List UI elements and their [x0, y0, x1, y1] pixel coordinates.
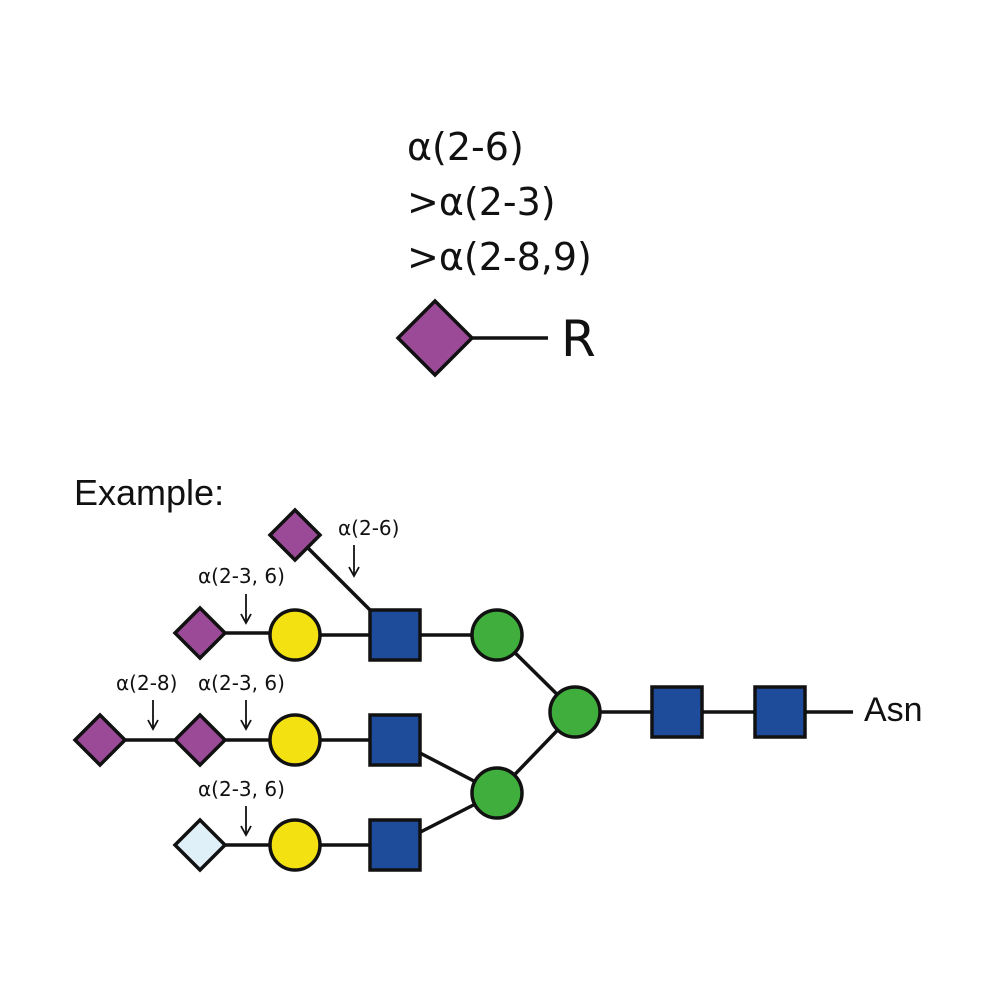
light-blue-diamond-icon: [172, 817, 228, 873]
sialic-acid-diamond-icon: [172, 712, 228, 768]
glcnac-square-icon: [753, 685, 807, 739]
linkage-label: α(2-6): [338, 516, 400, 540]
sialic-acid-diamond-icon: [267, 507, 323, 563]
linkage-label: α(2-3, 6): [198, 564, 285, 588]
example-heading: Example:: [74, 472, 225, 513]
sialic-acid-diamond-icon: [72, 712, 128, 768]
galactose-circle-icon: [268, 818, 322, 872]
arrow-a-head: [348, 566, 360, 578]
arrow-c-head: [147, 719, 159, 731]
reducing-end-label: R: [561, 310, 596, 368]
glcnac-square-icon: [368, 818, 422, 872]
sialic-acid-diamond-icon: [395, 298, 475, 378]
sialic-acid-diamond-icon: [172, 605, 228, 661]
bonds: [100, 336, 853, 847]
asn-anchor-label: Asn: [864, 691, 923, 729]
arrow-d-head: [240, 719, 252, 731]
linkage-label: α(2-3, 6): [198, 671, 285, 695]
linkage-preference-line: >α(2-8,9): [407, 235, 592, 279]
linkage-preference-line: >α(2-3): [407, 180, 556, 224]
linkage-preference-line: α(2-6): [407, 125, 524, 169]
linkage-label: α(2-3, 6): [198, 777, 285, 801]
glcnac-square-icon: [368, 608, 422, 662]
mannose-circle-icon: [470, 608, 524, 662]
mannose-circle-icon: [548, 685, 602, 739]
mannose-circle-icon: [470, 766, 524, 820]
residues: [72, 298, 807, 873]
linkage-arrows: [147, 545, 360, 837]
glcnac-square-icon: [368, 713, 422, 767]
glcnac-square-icon: [650, 685, 704, 739]
galactose-circle-icon: [268, 608, 322, 662]
galactose-circle-icon: [268, 713, 322, 767]
arrow-b-head: [240, 613, 252, 625]
arrow-e-head: [240, 825, 252, 837]
linkage-label: α(2-8): [116, 671, 178, 695]
